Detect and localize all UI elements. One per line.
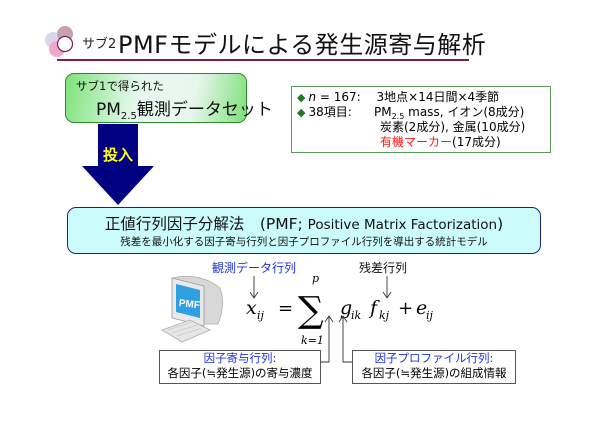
formula-e: e	[416, 297, 427, 319]
sample-count-text: = 167: 3地点×14日間×4季節	[316, 90, 500, 104]
factor-profile-title: 因子プロファイル行列:	[374, 351, 494, 365]
formula-equals: =	[278, 298, 293, 319]
info-row-carbon-metals: 炭素(2成分), 金属(10成分)	[380, 120, 526, 134]
dataset-source-text: サブ1で得られた	[76, 79, 164, 93]
factor-contribution-desc: 各因子(≒発生源)の寄与濃度	[167, 366, 313, 380]
info-row-organic-markers: 有機マーカー(17成分)	[380, 135, 501, 151]
dataset-box: サブ1で得られた PM2.5観測データセット	[65, 73, 273, 123]
info-row-samples: ◆n = 167: 3地点×14日間×4季節	[297, 90, 499, 106]
formula-x-sub: ij	[257, 309, 265, 322]
diamond-bullet-icon: ◆	[297, 91, 306, 104]
input-arrow-icon	[82, 124, 154, 205]
title-underline	[57, 59, 469, 61]
formula-x: x	[246, 297, 257, 319]
factor-profile-callout: 因子プロファイル行列: 各因子(≒発生源)の組成情報	[352, 350, 516, 384]
organic-marker-label: 有機マーカー	[380, 135, 453, 149]
residual-matrix-label: 残差行列	[359, 261, 408, 275]
dataset-title: PM2.5観測データセット	[96, 95, 273, 122]
pmf-formula: x ij = ∑ p k=1 g ik f kj + e ij	[246, 272, 434, 347]
factor-profile-desc: 各因子(≒発生源)の組成情報	[361, 366, 507, 380]
overlapping-circles-logo-icon	[45, 26, 74, 57]
factor-contribution-title: 因子寄与行列:	[203, 351, 277, 365]
pmf-title-jp: 正値行列因子分解法 (PMF;	[104, 215, 308, 233]
formula-f-sub: kj	[379, 309, 390, 322]
formula-g-sub: ik	[351, 309, 362, 322]
sample-count-variable: n	[308, 90, 317, 104]
formula-g: g	[340, 297, 352, 319]
pmf-title-close: )	[497, 215, 504, 233]
items-ions-text: mass, イオン(8成分)	[404, 105, 525, 119]
computer-pmf-icon: PMF	[161, 275, 223, 343]
formula-sum-upper: p	[312, 272, 319, 285]
pmf-method-box: 正値行列因子分解法 (PMF; Positive Matrix Factoriz…	[67, 207, 541, 254]
dataset-info-box: ◆n = 167: 3地点×14日間×4季節 ◆38項目: PM2.5 mass…	[291, 86, 551, 153]
pm-subscript: 2.5	[120, 111, 137, 122]
pmf-method-description: 残差を最小化する因子寄与行列と因子プロファイル行列を導出する統計モデル	[120, 236, 488, 248]
formula-sum-lower: k=1	[301, 334, 324, 347]
computer-screen-text: PMF	[178, 298, 200, 311]
observed-matrix-label: 観測データ行列	[212, 261, 297, 275]
dataset-title-suffix: 観測データセット	[136, 100, 273, 120]
input-arrow-label: 投入	[103, 146, 134, 164]
info-row-items: ◆38項目:	[297, 105, 352, 121]
formula-plus: +	[398, 298, 413, 319]
formula-sum: ∑	[298, 290, 324, 331]
pm-text: PM	[96, 100, 121, 120]
items-label: 38項目:	[308, 105, 352, 119]
page-title: PMFモデルによる発生源寄与解析	[118, 31, 487, 59]
factor-contribution-callout: 因子寄与行列: 各因子(≒発生源)の寄与濃度	[159, 350, 321, 384]
formula-f: f	[368, 297, 380, 319]
formula-e-sub: ij	[426, 309, 434, 322]
pmf-title-en: Positive Matrix Factorization	[307, 217, 498, 233]
info-row-items-detail: PM2.5 mass, イオン(8成分)	[374, 105, 524, 125]
organic-marker-count: (17成分)	[452, 135, 501, 149]
pm-subscript: 2.5	[391, 112, 405, 121]
pm-text: PM	[374, 105, 392, 119]
diamond-bullet-icon: ◆	[297, 106, 306, 119]
pmf-method-title: 正値行列因子分解法 (PMF; Positive Matrix Factoriz…	[68, 212, 540, 234]
sub-theme-label: サブ2	[82, 37, 117, 52]
